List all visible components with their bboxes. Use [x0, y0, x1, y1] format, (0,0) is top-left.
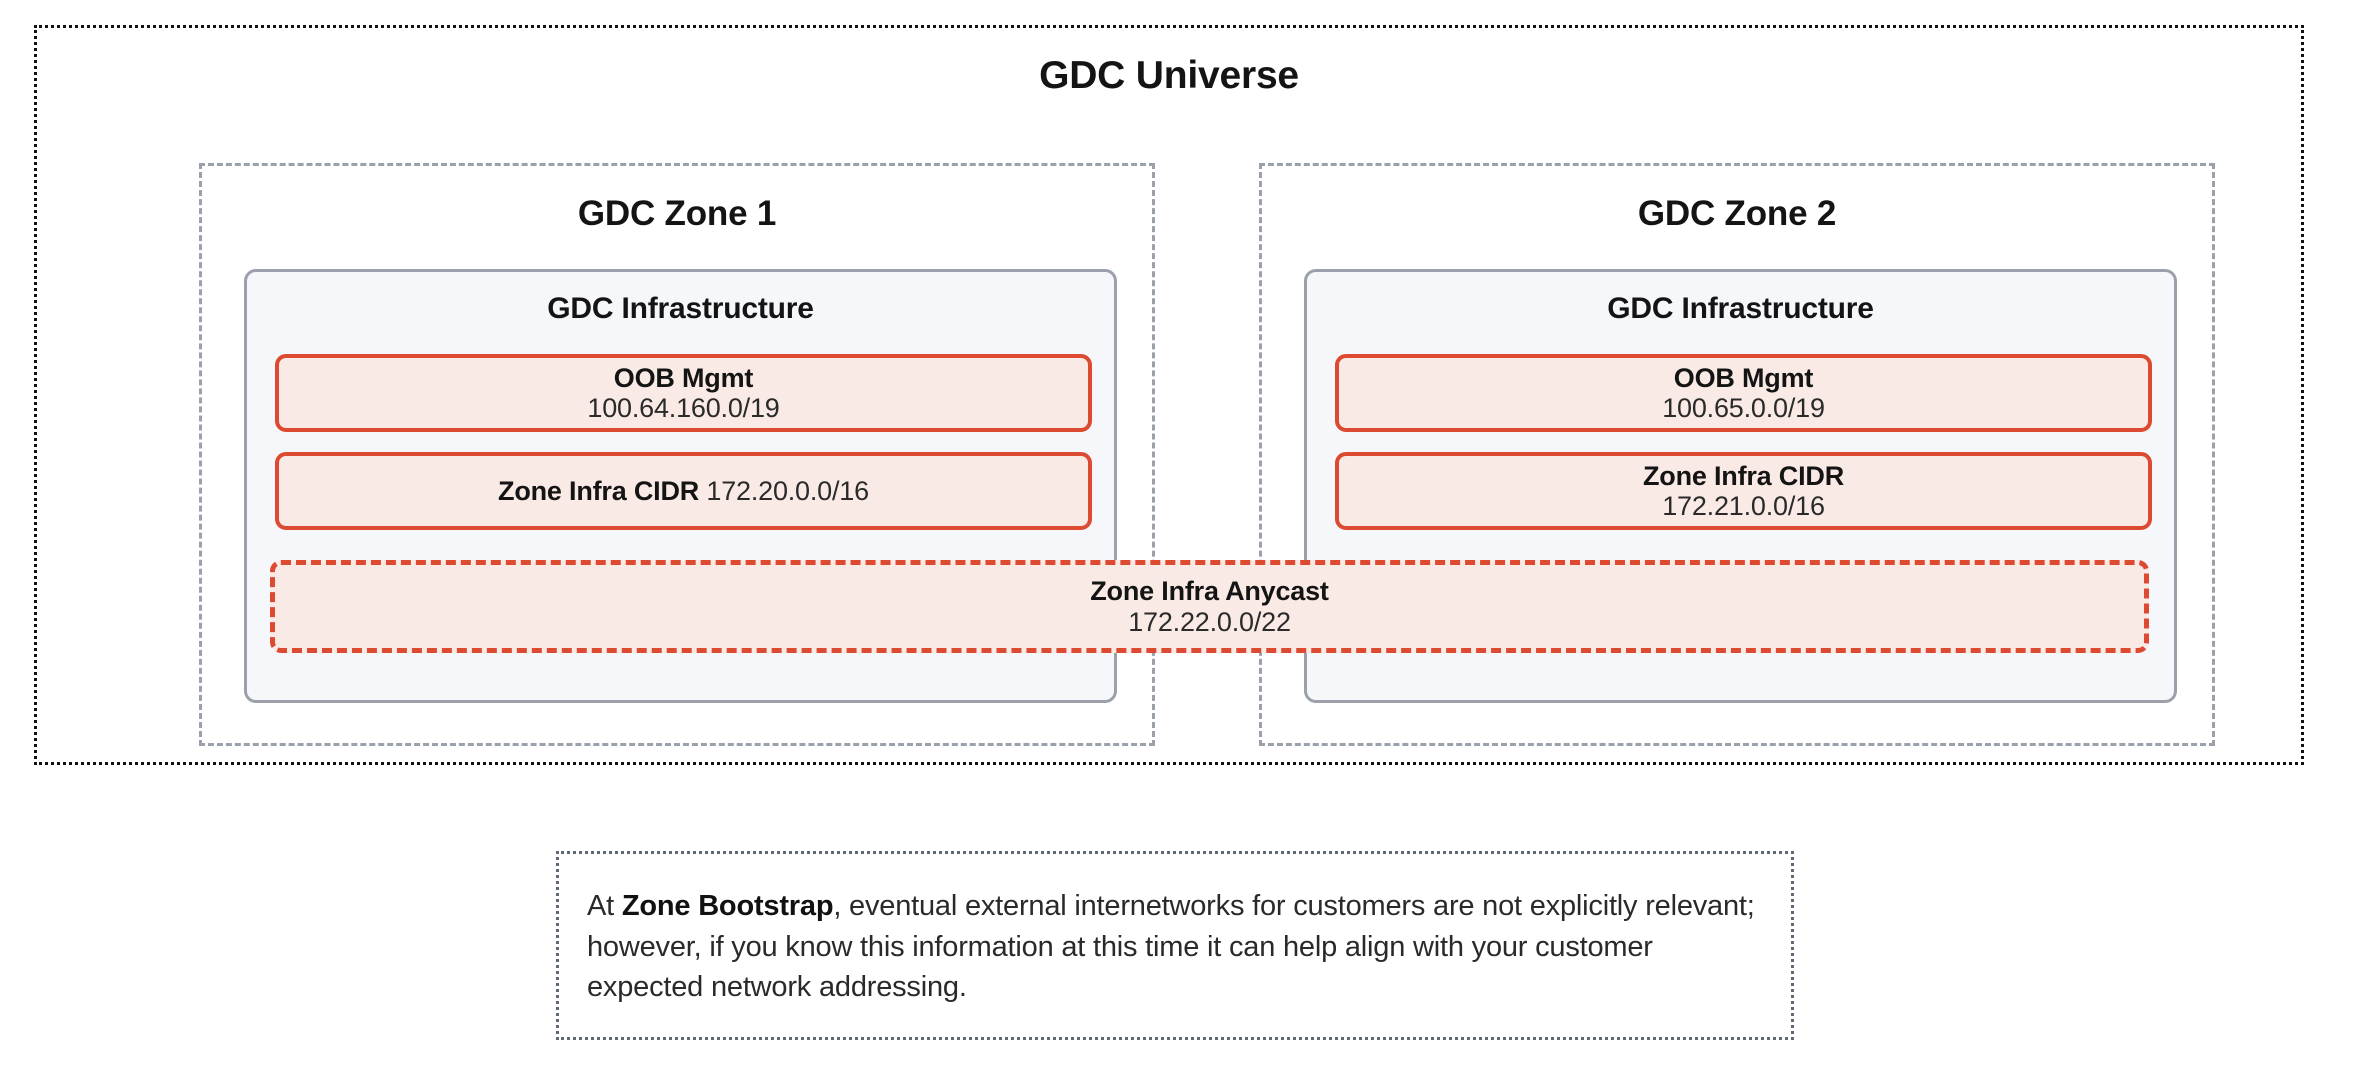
gdc-zone-1-zone-infra-cidr-value: 172.20.0.0/16: [706, 475, 869, 506]
gdc-zone-1-oob-mgmt-label: OOB Mgmt: [613, 362, 754, 393]
gdc-zone-1-title: GDC Zone 1: [577, 194, 777, 233]
note-lead: At: [587, 890, 622, 922]
zone-bootstrap-note: At Zone Bootstrap, eventual external int…: [556, 851, 1794, 1040]
gdc-zone-2-zone-infra-cidr-box: Zone Infra CIDR 172.21.0.0/16: [1335, 452, 2152, 530]
gdc-zone-2-container: GDC Zone 2 GDC Infrastructure OOB Mgmt 1…: [1259, 163, 2215, 746]
gdc-zone-2-oob-mgmt-label: OOB Mgmt: [1673, 362, 1814, 393]
note-rest: , eventual external internetworks for cu…: [587, 890, 1755, 1004]
note-bold-term: Zone Bootstrap: [621, 890, 834, 922]
gdc-zone-2-oob-mgmt-box: OOB Mgmt 100.65.0.0/19: [1335, 354, 2152, 432]
gdc-zone-1-oob-mgmt-value: 100.64.160.0/19: [587, 393, 780, 423]
gdc-zone-2-zone-infra-cidr-label: Zone Infra CIDR: [1642, 460, 1844, 491]
gdc-zone-1-oob-mgmt-box: OOB Mgmt 100.64.160.0/19: [275, 354, 1092, 432]
gdc-zone-2-zone-infra-cidr-value: 172.21.0.0/16: [1662, 491, 1825, 521]
gdc-zone-1-infrastructure-title: GDC Infrastructure: [547, 292, 814, 325]
zone-infra-anycast-box: Zone Infra Anycast 172.22.0.0/22: [270, 560, 2149, 653]
gdc-zone-2-infrastructure-title: GDC Infrastructure: [1607, 292, 1874, 325]
gdc-zone-1-zone-infra-cidr-box: Zone Infra CIDR 172.20.0.0/16: [275, 452, 1092, 530]
gdc-universe-container: GDC Universe GDC Zone 1 GDC Infrastructu…: [34, 25, 2304, 765]
gdc-zone-1-container: GDC Zone 1 GDC Infrastructure OOB Mgmt 1…: [199, 163, 1155, 746]
gdc-zone-1-zone-infra-cidr-label: Zone Infra CIDR: [498, 475, 700, 506]
zone-infra-anycast-value: 172.22.0.0/22: [1128, 606, 1291, 637]
gdc-zone-2-title: GDC Zone 2: [1637, 194, 1837, 233]
zone-bootstrap-note-text: At Zone Bootstrap, eventual external int…: [587, 886, 1763, 1008]
gdc-universe-title: GDC Universe: [1039, 54, 1299, 97]
zone-infra-anycast-label: Zone Infra Anycast: [1090, 576, 1329, 607]
gdc-zone-2-oob-mgmt-value: 100.65.0.0/19: [1662, 393, 1825, 423]
gdc-zone-1-zone-infra-cidr-line: Zone Infra CIDR 172.20.0.0/16: [498, 476, 869, 506]
